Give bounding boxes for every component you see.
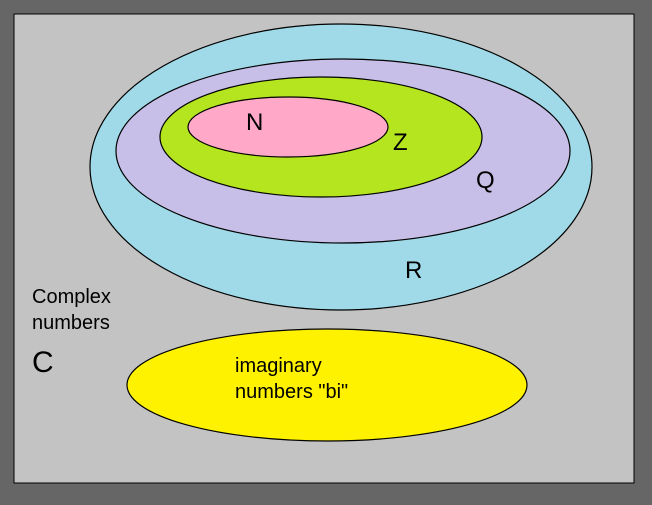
set-r-label: R xyxy=(405,257,422,284)
complex-label-line1: Complex xyxy=(32,286,111,308)
set-z-label: Z xyxy=(393,129,408,156)
complex-symbol: C xyxy=(32,346,54,379)
set-n-label: N xyxy=(246,109,263,136)
set-q-label: Q xyxy=(476,167,495,194)
imaginary-ellipse xyxy=(126,328,528,442)
set-n-ellipse xyxy=(187,96,389,158)
imaginary-label-line1: imaginary xyxy=(235,355,322,377)
complex-label-line2: numbers xyxy=(32,312,110,334)
imaginary-label-line2: numbers "bi" xyxy=(235,381,348,403)
